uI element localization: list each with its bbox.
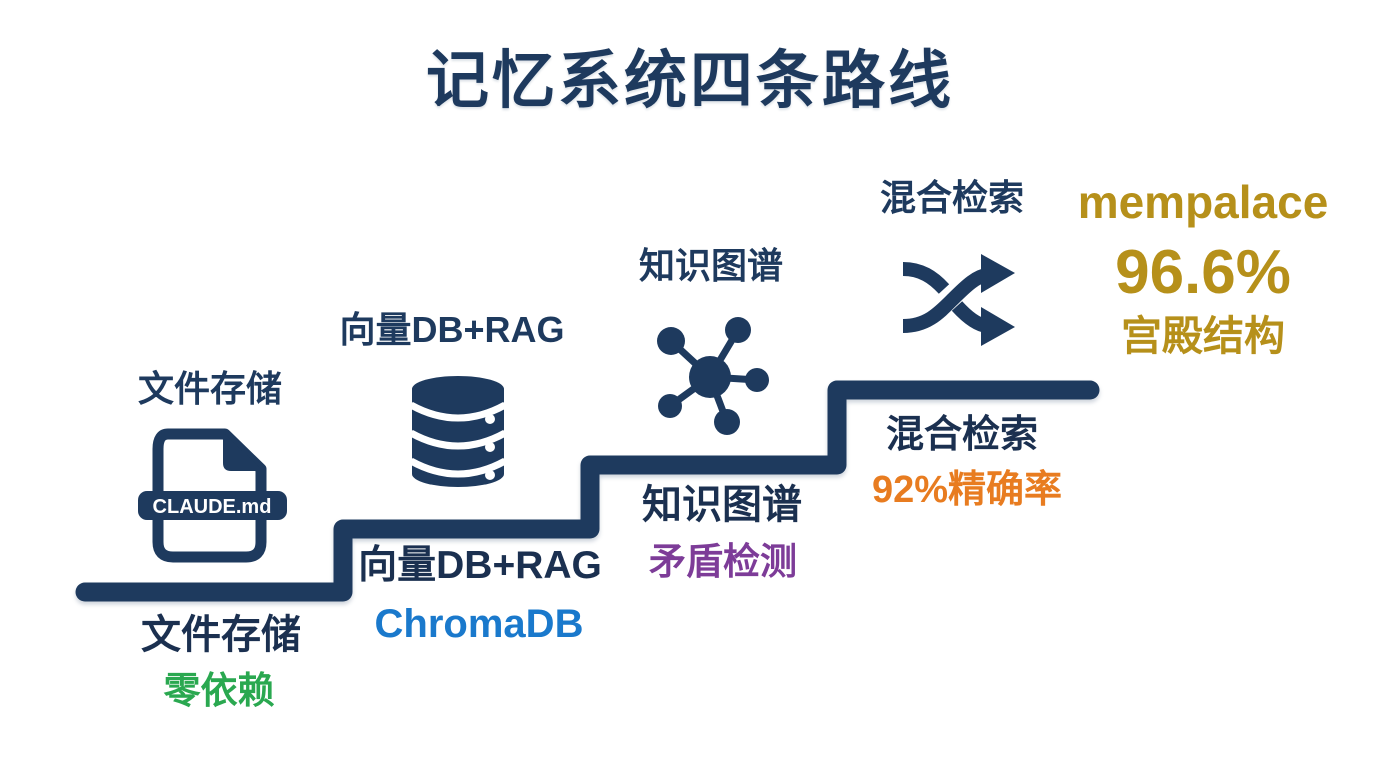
database-icon [409, 376, 507, 487]
step2-feature: ChromaDB [374, 602, 584, 646]
step2-top-label: 向量DB+RAG [339, 309, 565, 350]
step4-top-label: 混合检索 [879, 177, 1025, 218]
filename-text: CLAUDE.md [153, 496, 272, 518]
step3-top-label: 知识图谱 [638, 245, 784, 286]
step1-top-label: 文件存储 [137, 368, 283, 409]
shuffle-icon [902, 254, 1015, 346]
filename-pill [138, 491, 287, 520]
step3-feature: 矛盾检测 [649, 541, 797, 582]
folded-corner [223, 432, 263, 471]
step4-feature: 92%精确率 [871, 469, 1063, 511]
network-graph-icon [657, 317, 769, 435]
document-icon: CLAUDE.md [138, 428, 287, 563]
result-score: 96.6% [1115, 238, 1291, 307]
step1-feature: 零依赖 [163, 670, 275, 711]
page-title: 记忆系统四条路线 [426, 46, 954, 116]
result-name: mempalace [1077, 176, 1329, 228]
result-structure: 宫殿结构 [1121, 313, 1285, 359]
step2-name: 向量DB+RAG [358, 544, 602, 587]
step1-name: 文件存储 [141, 613, 301, 657]
step4-name: 混合检索 [885, 414, 1039, 456]
step3-name: 知识图谱 [642, 483, 802, 527]
